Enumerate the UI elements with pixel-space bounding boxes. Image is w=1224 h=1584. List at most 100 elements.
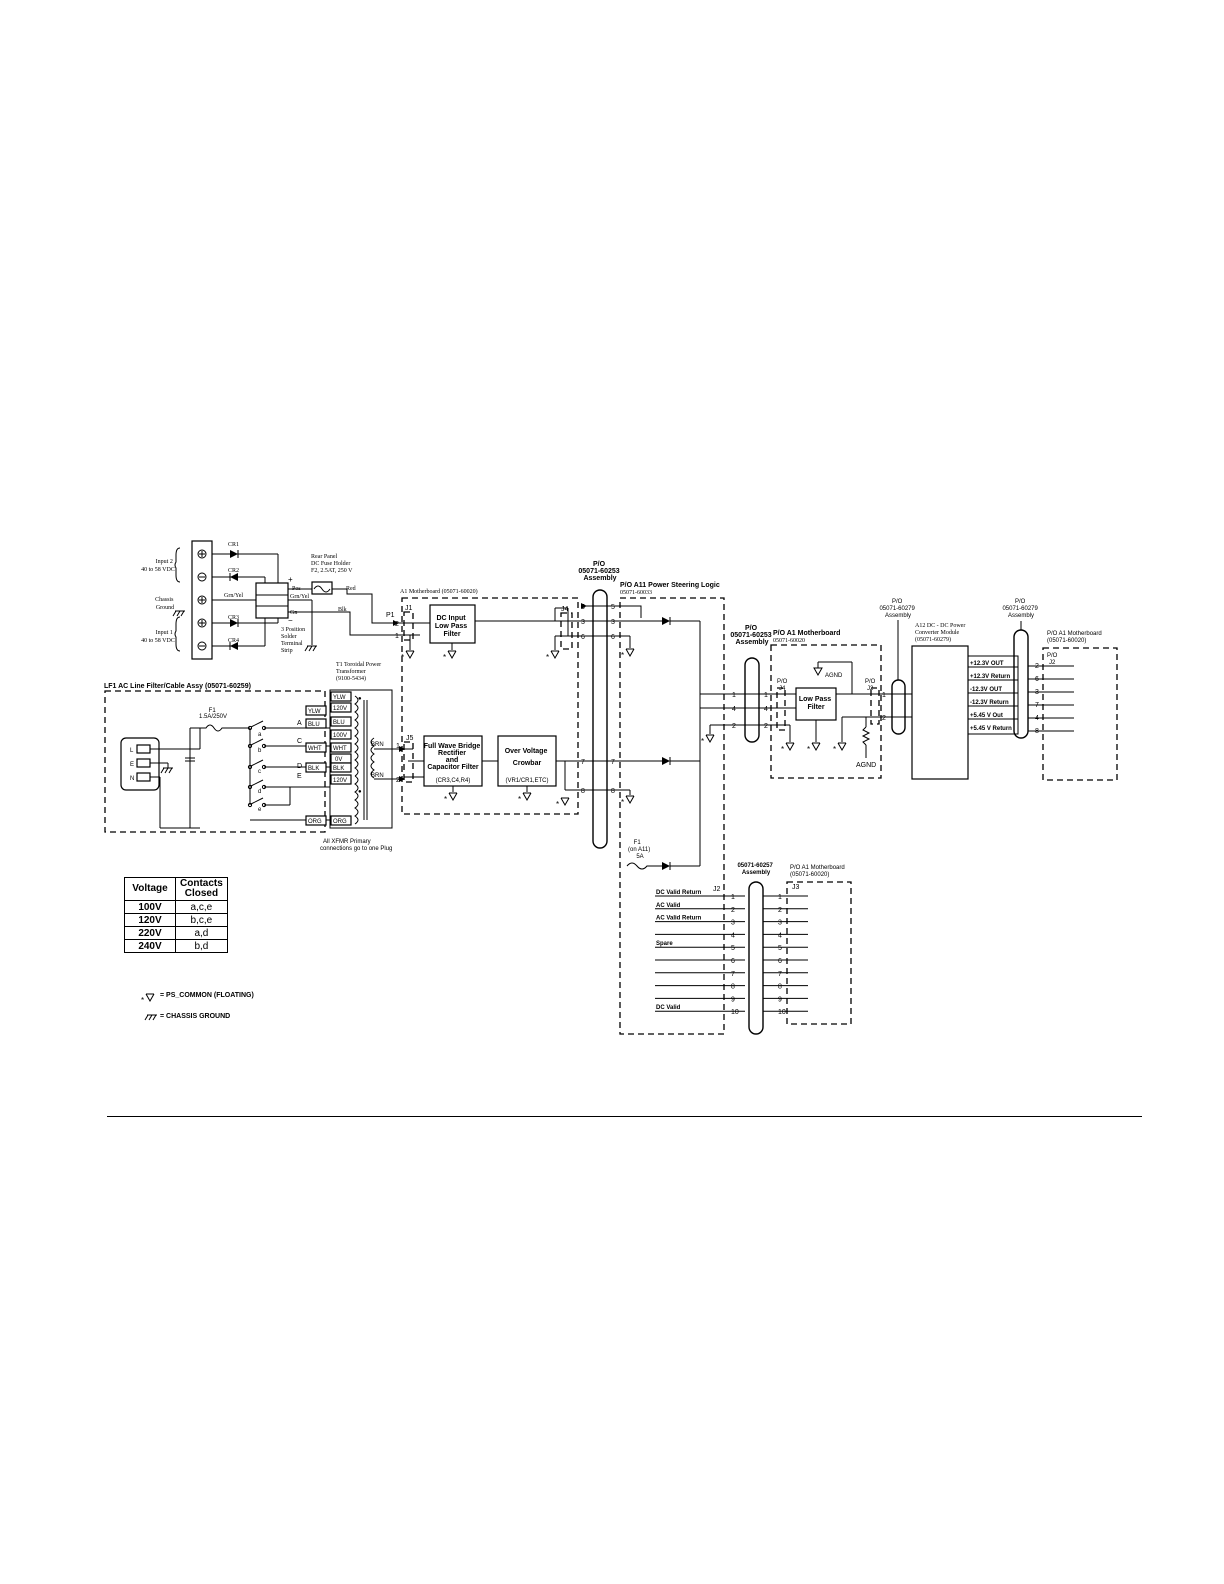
table-cell: b,c,e — [175, 913, 228, 927]
transformer-taps: YLW 120V BLU 100V WHT 0V BLK 120V ORG — [330, 691, 352, 826]
svg-text:5: 5 — [611, 604, 615, 611]
signal-pin-left: 10 — [731, 1009, 739, 1016]
a1-right-part: 05071-60020 — [773, 638, 805, 644]
signal-pin-right: 10 — [778, 1009, 786, 1016]
transformer-outline — [329, 689, 393, 829]
gnyel-left-label: Grn/Yel — [224, 593, 243, 599]
signal-rows: DC Valid Return 1 1 AC Valid 2 2 AC Valid Retu… — [655, 890, 808, 1016]
signal-label: AC Valid — [656, 903, 681, 909]
svg-text:8: 8 — [611, 788, 615, 795]
signal-pin-left: 6 — [731, 958, 735, 965]
svg-text:YLW: YLW — [308, 709, 321, 715]
svg-text:100V: 100V — [333, 733, 347, 739]
svg-text:1: 1 — [882, 692, 886, 699]
a1-far-boundary — [1042, 647, 1118, 781]
signal-pin-right: 2 — [778, 907, 782, 914]
signals-j3: J3 — [792, 884, 800, 891]
svg-text:YLW: YLW — [333, 695, 346, 701]
j1-label: J1 — [405, 605, 413, 612]
svg-text:E: E — [297, 773, 302, 780]
legend: = PS_COMMON (FLOATING) = CHASSIS GROUND — [140, 992, 254, 1021]
signal-pin-left: 8 — [731, 984, 735, 991]
cable-c-body — [891, 679, 906, 735]
signal-pin-right: 6 — [778, 958, 782, 965]
dc-filter-label: DC Input Low Pass Filter — [435, 615, 469, 638]
svg-text:BLK: BLK — [333, 766, 344, 772]
lf1-fuse-label: F1 1.5A/250V — [199, 708, 227, 720]
svg-text:A: A — [297, 720, 302, 727]
svg-text:N: N — [130, 776, 134, 782]
page-divider — [107, 1116, 1142, 1117]
svg-text:120V: 120V — [333, 706, 347, 712]
transformer-title: T1 Toroidal Power Transformer (9100-5434… — [336, 662, 383, 682]
j4-label: J4 — [561, 606, 569, 613]
svg-text:BLU: BLU — [308, 722, 320, 728]
table-cell: b,d — [175, 939, 228, 953]
a11-title: P/O A11 Power Steering Logic — [620, 582, 720, 589]
blk-wire-label: Blk — [338, 607, 347, 613]
cable-b: P/O 05071-60253 Assembly 1 4 2 1 4 2 — [730, 625, 790, 743]
cable-c: P/O 05071-60279 Assembly — [879, 599, 916, 735]
table-header-contacts: Contacts Closed — [175, 877, 228, 901]
cr4-label: CR4 — [228, 638, 239, 644]
svg-text:+12.3V OUT: +12.3V OUT — [970, 661, 1004, 667]
cable-d-body — [1013, 629, 1029, 739]
svg-text:4: 4 — [764, 706, 768, 713]
chassis-ground-label: Chassis Ground — [155, 597, 175, 611]
svg-text:L: L — [130, 748, 134, 754]
signal-pin-left: 2 — [731, 907, 735, 914]
signal-label: AC Valid Return — [656, 916, 702, 922]
a12-output-box — [967, 655, 1019, 735]
signal-section: J2 05071-60257 Assembly P/O A1 Motherboa… — [655, 863, 852, 1035]
svg-text:1: 1 — [764, 692, 768, 699]
lf1-boundary — [104, 690, 326, 833]
svg-text:d: d — [258, 789, 261, 795]
terminals — [197, 549, 207, 651]
cable-a-body — [592, 589, 608, 849]
input2-label: Input 2 40 to 58 VDC — [141, 559, 175, 573]
table-header-voltage: Voltage — [124, 877, 176, 901]
signals-j2: J2 — [713, 886, 721, 893]
svg-text:8: 8 — [581, 788, 585, 795]
svg-text:WHT: WHT — [333, 746, 347, 752]
svg-text:-12.3V Return: -12.3V Return — [970, 700, 1009, 706]
svg-text:2: 2 — [732, 723, 736, 730]
cable-d: P/O 05071-60279 Assembly 2 6 3 7 4 8 — [1002, 599, 1045, 739]
table-cell: 120V — [124, 913, 176, 927]
svg-text:7: 7 — [611, 759, 615, 766]
svg-text:ORG: ORG — [308, 819, 322, 825]
a1-far-conn: P/O J2 — [1047, 653, 1059, 666]
svg-text:+5.45 V Return: +5.45 V Return — [970, 726, 1012, 732]
svg-text:●: ● — [358, 789, 362, 795]
input1-label: Input 1 40 to 58 VDC — [141, 630, 175, 644]
cable-a-title: P/O 05071-60253 Assembly — [578, 561, 621, 582]
table-cell: a,d — [175, 926, 228, 940]
crowbar-label: Over Voltage Crowbar — [505, 748, 550, 767]
a12-title: A12 DC - DC Power Converter Module (0507… — [915, 623, 967, 643]
rectifier-sub: (CR3,C4,R4) — [436, 778, 471, 784]
svg-text:2: 2 — [882, 715, 886, 722]
signal-pin-right: 1 — [778, 894, 782, 901]
table-cell: a,c,e — [175, 900, 228, 914]
a1-right-title: P/O A1 Motherboard — [773, 630, 840, 637]
brn-label-2: BRN — [371, 773, 384, 779]
j5-label: J5 — [406, 735, 414, 742]
pos-sign: + — [288, 575, 293, 584]
svg-text:5: 5 — [581, 604, 585, 611]
svg-text:2: 2 — [396, 777, 400, 784]
legend-chassis: = CHASSIS GROUND — [160, 1013, 230, 1020]
signal-pin-left: 7 — [731, 971, 735, 978]
svg-text:BLU: BLU — [333, 720, 345, 726]
low-pass-filter-label: Low Pass Filter — [799, 696, 833, 711]
cr3-label: CR3 — [228, 615, 239, 621]
svg-text:2: 2 — [764, 723, 768, 730]
gnyel-right-label: Grn/Yel — [290, 594, 309, 600]
a1-boundary — [401, 597, 579, 815]
agnd-top: AGND — [825, 673, 843, 679]
table-cell: 220V — [124, 926, 176, 940]
signal-pin-left: 1 — [731, 894, 735, 901]
signal-label: DC Valid Return — [656, 890, 702, 896]
brn-label-1: BRN — [371, 742, 384, 748]
